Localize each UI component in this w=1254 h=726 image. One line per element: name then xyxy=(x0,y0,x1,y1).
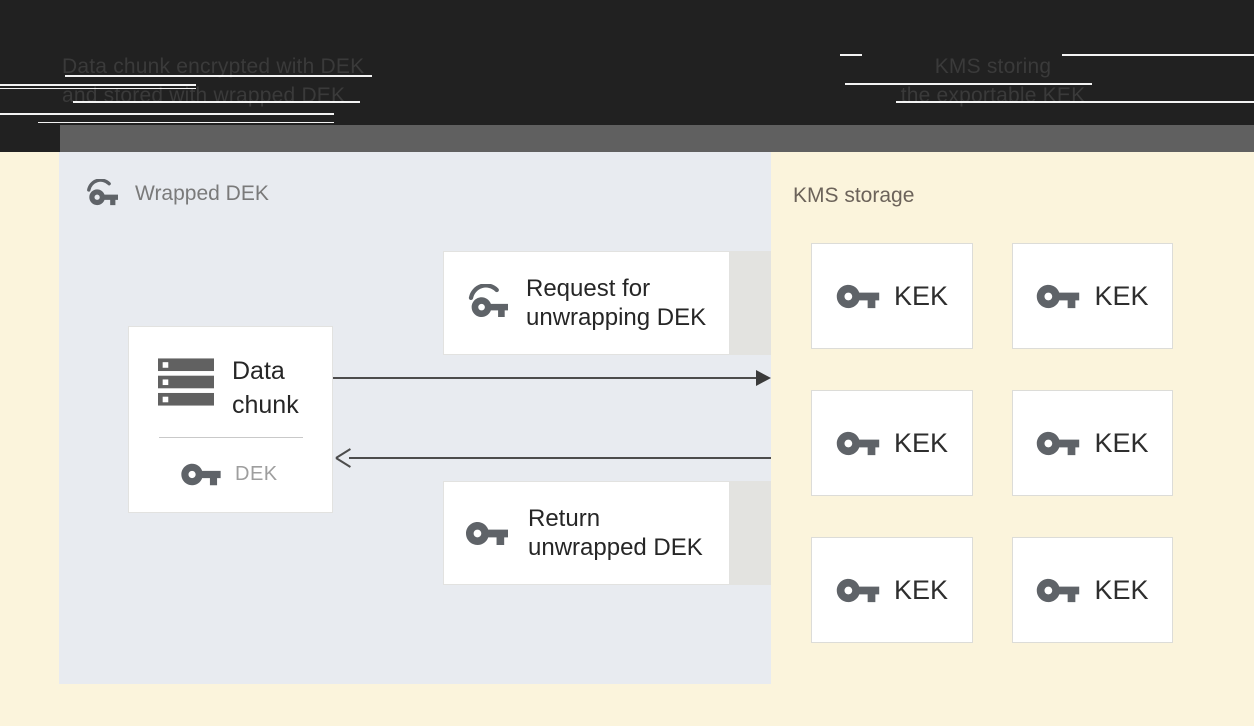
kek-card: KEK xyxy=(811,537,973,643)
wrapped-dek-header: Wrapped DEK xyxy=(83,179,269,209)
header-left-line1: Data chunk encrypted with DEK xyxy=(62,55,365,78)
kek-card: KEK xyxy=(1012,390,1173,496)
return-box-label: Return unwrapped DEK xyxy=(528,505,703,561)
kek-card: KEK xyxy=(1012,537,1173,643)
divider xyxy=(159,437,303,438)
request-arrow-head-icon xyxy=(756,370,771,386)
header-black-notch xyxy=(0,125,60,152)
data-chunk-label: Data chunk xyxy=(232,357,299,419)
header-right-line2: the exportable KEK xyxy=(900,84,1086,107)
key-icon xyxy=(836,431,880,455)
storage-icon xyxy=(158,358,214,406)
kek-label: KEK xyxy=(893,574,949,605)
glitch-streak xyxy=(845,83,1092,85)
request-box-label: Request for unwrapping DEK xyxy=(526,275,707,331)
dek-label: DEK xyxy=(235,463,278,485)
glitch-streak xyxy=(0,84,196,86)
key-icon xyxy=(1037,578,1080,602)
key-icon xyxy=(1037,284,1080,308)
kms-storage-label: KMS storage xyxy=(793,184,915,207)
wrapped-key-icon xyxy=(87,179,120,207)
kek-card: KEK xyxy=(811,390,973,496)
glitch-streak xyxy=(65,75,372,77)
kek-card: KEK xyxy=(811,243,973,349)
wrapped-key-icon xyxy=(466,284,512,322)
glitch-streak xyxy=(73,101,360,103)
glitch-streak xyxy=(1062,54,1254,56)
wrapped-dek-label: Wrapped DEK xyxy=(135,182,269,205)
return-box-strip xyxy=(730,481,771,585)
glitch-streak xyxy=(840,54,862,56)
data-chunk-box: Data chunk DEK xyxy=(128,326,333,513)
key-icon xyxy=(1037,431,1080,455)
kek-grid: KEK KEK KEK KEK KEK KEK xyxy=(811,243,1173,643)
header-gray-band xyxy=(60,125,1254,152)
return-unwrapped-dek-box: Return unwrapped DEK xyxy=(443,481,730,585)
glitch-streak xyxy=(38,122,334,123)
kek-label: KEK xyxy=(1094,574,1149,605)
return-arrow-line xyxy=(349,457,771,459)
dek-row: DEK xyxy=(181,462,278,487)
key-icon xyxy=(466,522,508,545)
request-unwrapping-dek-box: Request for unwrapping DEK xyxy=(443,251,730,355)
glitch-streak xyxy=(896,101,1254,103)
kek-label: KEK xyxy=(1094,280,1149,311)
key-icon xyxy=(836,578,880,602)
request-box-strip xyxy=(730,251,771,355)
glitch-streak xyxy=(0,113,334,115)
header-right-line1: KMS storing xyxy=(934,55,1052,78)
request-arrow-line xyxy=(333,377,757,379)
key-icon xyxy=(836,284,880,308)
kek-card: KEK xyxy=(1012,243,1173,349)
key-icon xyxy=(181,463,221,486)
header-black-band xyxy=(0,0,1254,125)
glitch-streak xyxy=(0,88,196,89)
kek-label: KEK xyxy=(1094,427,1149,458)
kek-label: KEK xyxy=(893,427,949,458)
kek-label: KEK xyxy=(893,280,949,311)
